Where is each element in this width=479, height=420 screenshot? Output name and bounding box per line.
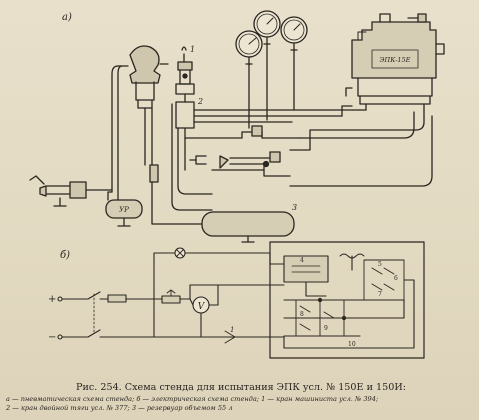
pneumatic-scheme: ЭПК-15Е УР: [29, 10, 445, 243]
label-1: 1: [190, 45, 195, 54]
test-stand-diagram: а): [29, 10, 445, 359]
label-electric-1: 1: [230, 326, 234, 334]
label-3: 3: [292, 203, 297, 212]
relay-panel: 4 5 6 7 8 9 10: [269, 241, 425, 359]
svg-text:8: 8: [300, 311, 304, 318]
figure-caption: Рис. 254. Схема стенда для испытания ЭПК…: [76, 382, 406, 393]
svg-text:6: 6: [394, 275, 398, 282]
ur-label: УР: [119, 206, 129, 214]
pressure-gauge-1: [235, 30, 263, 65]
panel-label-b: б): [60, 250, 70, 261]
legend-line-1: а — пневматическая схема стенда; б — эле…: [6, 395, 379, 403]
epk-label: ЭПК-15Е: [380, 56, 411, 64]
svg-text:V: V: [198, 302, 206, 312]
figure-legend: а — пневматическая схема стенда; б — эле…: [6, 395, 476, 413]
plus-terminal: +: [48, 294, 56, 305]
equalizing-reservoir: УР: [105, 199, 143, 219]
double-traction-valve: [175, 46, 195, 95]
reservoir-55l: [201, 211, 295, 243]
fuse: [107, 294, 127, 303]
voltmeter: V: [192, 296, 210, 314]
electric-scheme: + − V 1: [48, 241, 425, 359]
relay-coil: [283, 255, 329, 283]
legend-line-2: 2 — кран двойной тяги усл. № 377; 3 — ре…: [6, 404, 233, 412]
end-cocks: [29, 175, 113, 207]
label-2: 2: [197, 97, 203, 106]
svg-text:10: 10: [348, 341, 356, 348]
minus-terminal: −: [48, 332, 56, 343]
driver-brake-valve: [117, 45, 169, 109]
epk-device: ЭПК-15Е: [345, 13, 445, 111]
pressure-gauge-3: [280, 16, 308, 51]
svg-text:5: 5: [378, 261, 382, 268]
svg-text:9: 9: [324, 325, 328, 332]
signal-lamp: [174, 247, 186, 259]
svg-text:4: 4: [300, 257, 304, 264]
svg-text:7: 7: [378, 291, 382, 298]
rheostat: [161, 295, 181, 304]
panel-label-a: а): [62, 12, 72, 23]
